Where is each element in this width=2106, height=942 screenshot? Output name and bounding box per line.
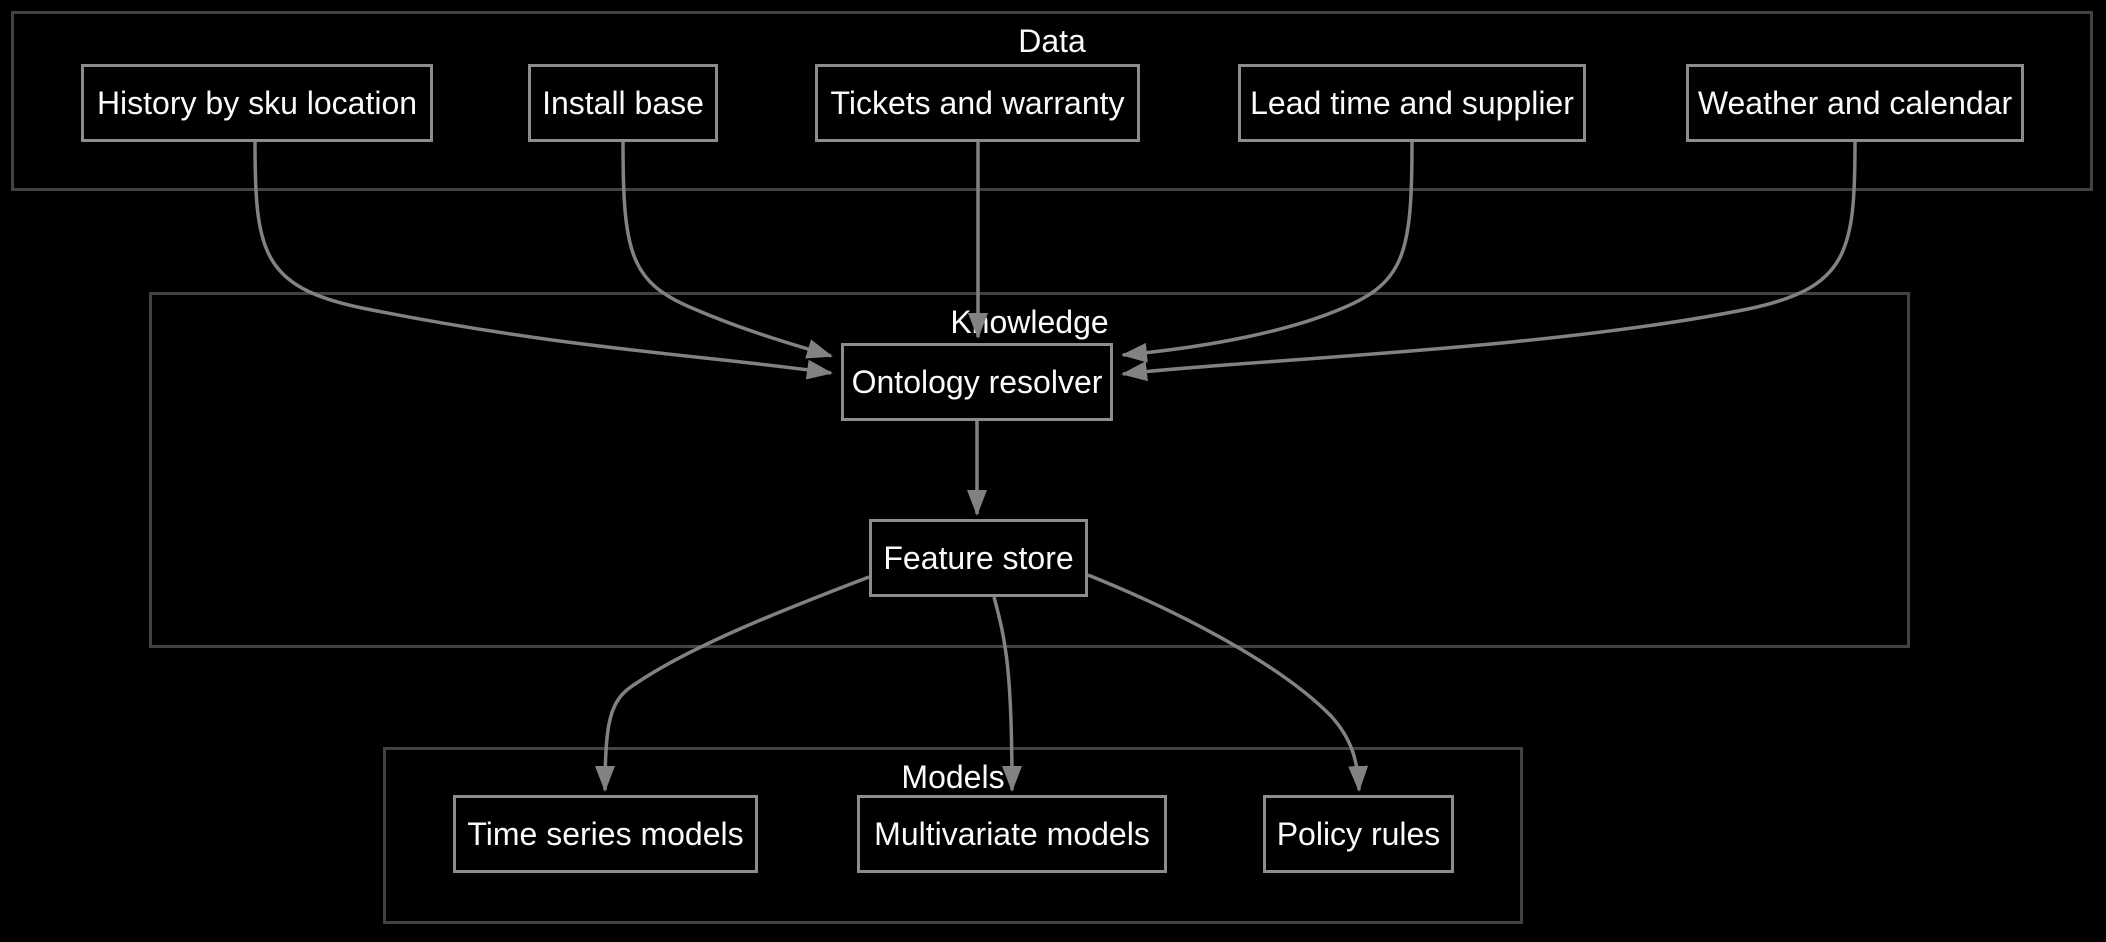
edge-feature-to-policy [1087,573,1369,792]
node-label: Feature store [883,539,1074,576]
node-lead-time-and-supplier: Lead time and supplier [1238,64,1586,142]
node-policy-rules: Policy rules [1263,795,1454,873]
edge-weather-to-ontology [1121,141,1857,382]
node-label: Policy rules [1276,815,1441,852]
node-ontology-resolver: Ontology resolver [841,343,1113,421]
edge-feature-to-timeseries [595,575,870,792]
cluster-models-label: Models [901,759,1005,795]
node-multivariate-models: Multivariate models [857,795,1167,873]
node-tickets-and-warranty: Tickets and warranty [815,64,1140,142]
node-history-by-sku-location: History by sku location [81,64,433,142]
node-label: Install base [542,84,704,121]
node-label: Time series models [467,815,744,852]
cluster-data: Data [11,11,2093,191]
node-weather-and-calendar: Weather and calendar [1686,64,2024,142]
edge-leadtime-to-ontology [1121,141,1414,363]
edge-install-to-ontology [621,141,833,359]
node-label: Tickets and warranty [830,84,1125,121]
node-label: Weather and calendar [1697,84,2013,121]
edge-history-to-ontology [253,141,833,380]
cluster-data-label: Data [1018,23,1086,59]
node-time-series-models: Time series models [453,795,758,873]
cluster-models: Models [383,747,1523,924]
node-install-base: Install base [528,64,718,142]
node-feature-store: Feature store [869,519,1088,597]
node-label: Lead time and supplier [1250,84,1574,121]
node-label: Ontology resolver [851,363,1103,400]
node-label: History by sku location [96,84,418,121]
node-label: Multivariate models [874,815,1150,852]
edge-feature-to-multivariate [992,596,1022,792]
